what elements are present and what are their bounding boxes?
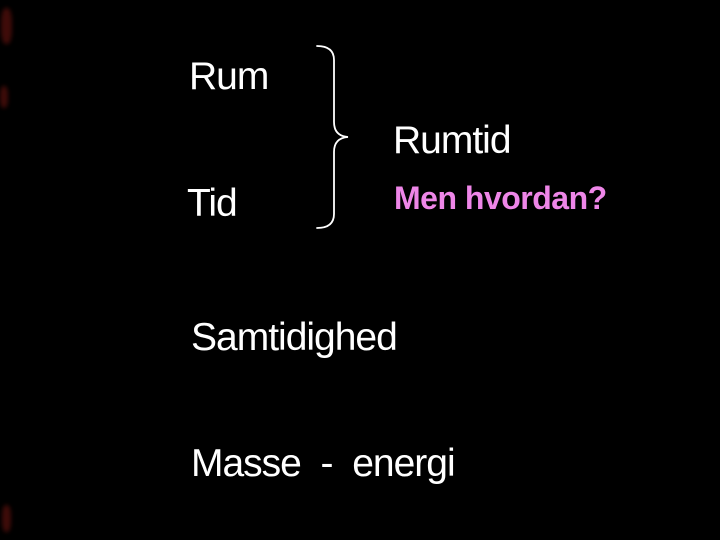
label-men-hvordan: Men hvordan?: [394, 180, 607, 216]
edge-artifact: [2, 505, 11, 532]
edge-artifact: [1, 8, 12, 44]
curly-brace-icon: [316, 45, 349, 229]
label-rumtid: Rumtid: [393, 119, 512, 162]
edge-artifact: [0, 86, 8, 108]
label-masse-energi: Masse - energi: [191, 442, 456, 485]
label-rum: Rum: [189, 55, 269, 98]
label-tid: Tid: [187, 182, 238, 225]
label-samtidighed: Samtidighed: [191, 316, 398, 359]
